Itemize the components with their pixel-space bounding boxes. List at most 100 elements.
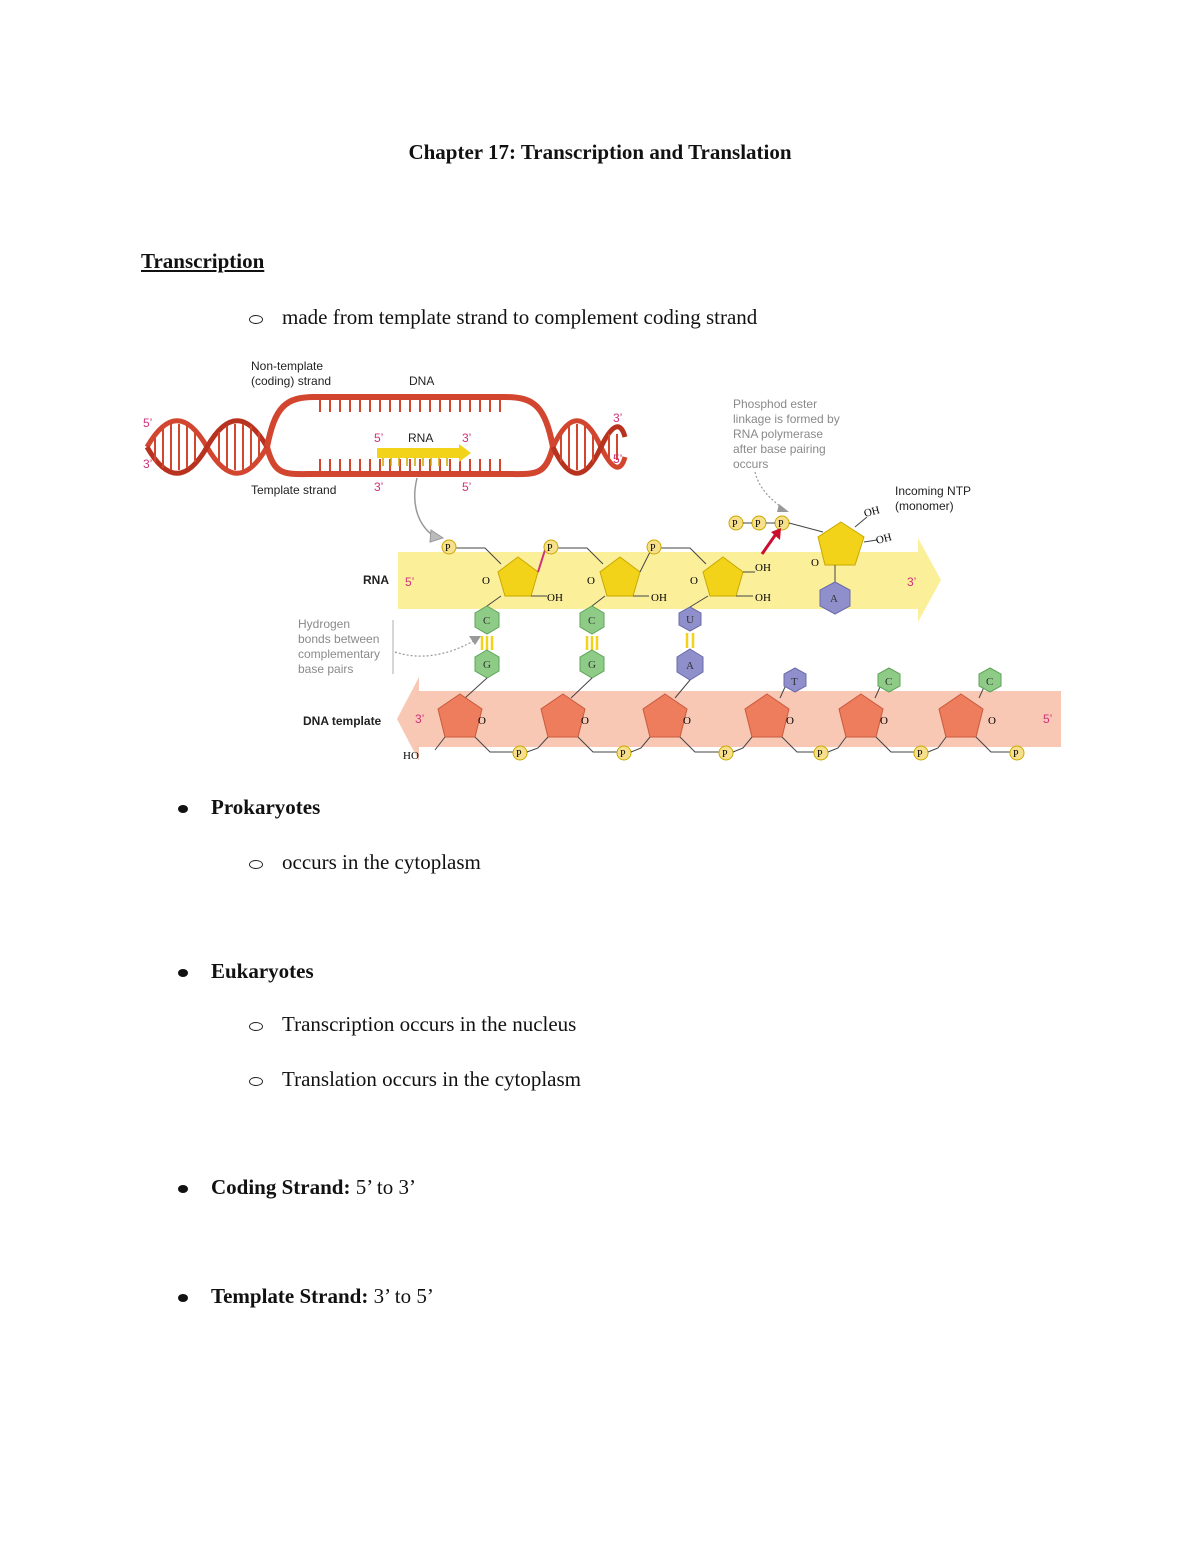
dna-label: DNA [409, 374, 434, 388]
bullet-icon [178, 969, 188, 977]
dna-nucleotide: P O [927, 693, 1025, 761]
rna-nucleotide: P O OH [441, 539, 563, 604]
atom-label: O [581, 715, 589, 727]
base-label: A [686, 660, 694, 672]
dna-helix-left-icon [144, 418, 270, 476]
atom-label: OH [651, 592, 667, 604]
dna-base: T [779, 667, 807, 699]
prime-label: 5’ [1043, 712, 1052, 726]
incoming-ntp: P P P OH OH O A [728, 504, 894, 615]
atom-label: OH [547, 592, 563, 604]
base-label: G [483, 659, 491, 671]
fact-label: Template Strand: [211, 1284, 369, 1308]
atom-label: O [482, 575, 490, 587]
phosphate-label: P [650, 543, 656, 554]
dna-template-label: DNA template [303, 714, 382, 728]
rna-transcript-arrow [377, 444, 471, 466]
fact-value: 5’ to 3’ [355, 1175, 416, 1199]
base-label: C [588, 615, 595, 627]
dna-nucleotide: P O HO [403, 693, 528, 762]
atom-label: HO [403, 750, 419, 762]
base-pair: U A [674, 595, 709, 699]
base-label: C [986, 676, 993, 688]
rna-band-label: RNA [363, 573, 389, 587]
ntp-label: (monomer) [895, 499, 954, 513]
prime-label: 3’ [374, 480, 383, 494]
prime-label: 5’ [374, 431, 383, 445]
atom-label: O [587, 575, 595, 587]
phosphate-label: P [1013, 749, 1019, 760]
base-label: G [588, 659, 596, 671]
atom-label: OH [755, 592, 771, 604]
phosphate-label: P [547, 543, 553, 554]
phosphate-label: P [817, 749, 823, 760]
callout-phosphodiester: after base pairing [733, 442, 826, 456]
section-heading: Transcription [141, 249, 265, 273]
dna-bubble [264, 394, 556, 478]
phosphate-label: P [778, 519, 784, 530]
callout-phosphodiester: linkage is formed by [733, 412, 840, 426]
ntp-label: Incoming NTP [895, 484, 971, 498]
callout-phosphodiester: RNA polymerase [733, 427, 823, 441]
phosphate-label: P [732, 519, 738, 530]
atom-label: OH [755, 562, 771, 574]
prime-label: 3’ [462, 431, 471, 445]
group-heading: Prokaryotes [211, 795, 321, 819]
atom-label: OH [875, 531, 894, 547]
callout-hydrogen: Hydrogen [298, 617, 350, 631]
rna-nucleotide: P O OH OH [646, 539, 771, 604]
callout-phosphodiester: occurs [733, 457, 768, 471]
rna-label-top: RNA [408, 431, 433, 445]
dna-nucleotide: P O [630, 693, 734, 761]
phosphate-label: P [620, 749, 626, 760]
base-label: C [885, 676, 892, 688]
group-item: Translation occurs in the cytoplasm [282, 1067, 582, 1091]
phosphate-label: P [445, 543, 451, 554]
base-pair: C G [570, 595, 606, 699]
prime-label: 3’ [143, 457, 152, 471]
sub-bullet-icon [249, 860, 263, 869]
page-title: Chapter 17: Transcription and Translatio… [408, 140, 792, 164]
group-item: occurs in the cytoplasm [282, 850, 481, 874]
phosphate-label: P [516, 749, 522, 760]
prime-label: 3’ [613, 411, 622, 425]
bullet-icon [178, 805, 188, 813]
atom-label: O [683, 715, 691, 727]
sub-bullet-icon [249, 1077, 263, 1086]
atom-label: OH [863, 504, 882, 520]
transcription-figure: Non-template (coding) strand DNA Templat… [135, 352, 1070, 772]
dna-base: C [874, 667, 901, 699]
phosphate-label: P [755, 519, 761, 530]
phosphate-label: P [917, 749, 923, 760]
base-label: C [483, 615, 490, 627]
callout-hydrogen: complementary [298, 647, 380, 661]
prime-label: 3’ [415, 712, 424, 726]
rna-nucleotide: P O OH [543, 539, 667, 604]
sub-bullet-icon [249, 315, 263, 324]
atom-label: O [690, 575, 698, 587]
intro-point: made from template strand to complement … [282, 305, 758, 329]
fact-line: Template Strand: 3’ to 5’ [211, 1284, 434, 1309]
atom-label: O [880, 715, 888, 727]
fact-line: Coding Strand: 5’ to 3’ [211, 1175, 416, 1200]
group-item: Transcription occurs in the nucleus [282, 1012, 577, 1036]
base-pair: C G [464, 595, 502, 699]
group-heading: Eukaryotes [211, 959, 314, 983]
prime-label: 5’ [143, 416, 152, 430]
base-label: T [791, 676, 798, 688]
base-label: A [830, 593, 838, 605]
callout-hydrogen: base pairs [298, 662, 353, 676]
bullet-icon [178, 1185, 188, 1193]
template-strand-label: Template strand [251, 483, 336, 497]
nontemplate-label-2: (coding) strand [251, 374, 331, 388]
atom-label: O [811, 557, 819, 569]
dna-nucleotide: P O [732, 693, 829, 761]
prime-label: 5’ [462, 480, 471, 494]
fact-value: 3’ to 5’ [373, 1284, 434, 1308]
atom-label: O [988, 715, 996, 727]
prime-label: 5’ [613, 452, 622, 466]
prime-label: 5’ [405, 575, 414, 589]
atom-label: O [478, 715, 486, 727]
fact-label: Coding Strand: [211, 1175, 351, 1199]
dna-nucleotide: P O [827, 693, 929, 761]
